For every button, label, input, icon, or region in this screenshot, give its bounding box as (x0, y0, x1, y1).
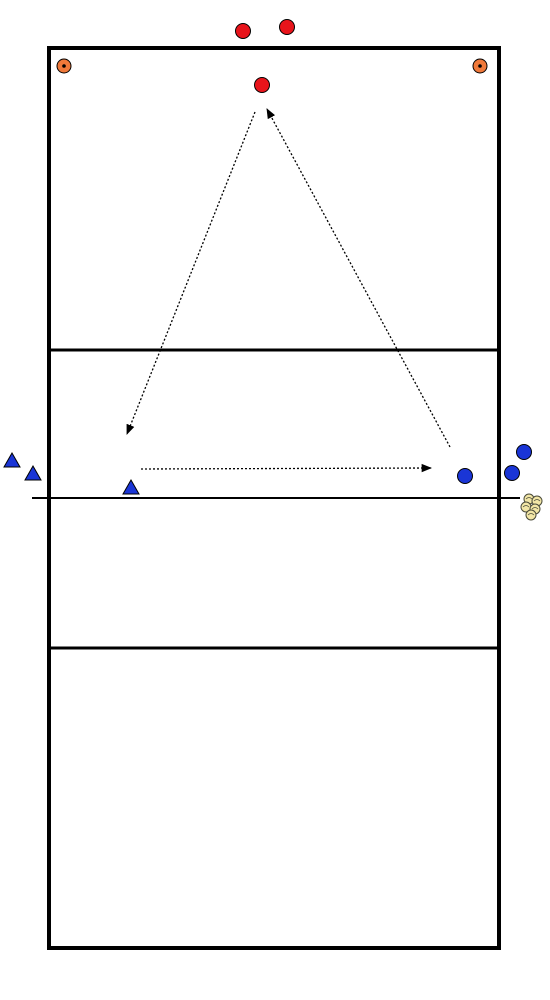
blue-triangle-player-3 (122, 478, 140, 495)
blue-triangle-player-2 (24, 464, 42, 481)
blue-circle-player-3 (516, 444, 532, 460)
blue-circle-player-2 (504, 465, 520, 481)
arrow-triangle-to-blue (140, 463, 433, 473)
ball-basket-icon (520, 493, 543, 521)
arrow-blue-to-setter (266, 108, 451, 448)
red-player-2 (279, 19, 295, 35)
arrow-setter-to-triangle (126, 111, 256, 435)
blue-triangle-player-1 (3, 451, 21, 468)
cone-left (56, 58, 72, 74)
red-player-1 (235, 23, 251, 39)
red-player-setter (254, 77, 270, 93)
cone-right (472, 58, 488, 74)
blue-circle-player-1 (457, 468, 473, 484)
